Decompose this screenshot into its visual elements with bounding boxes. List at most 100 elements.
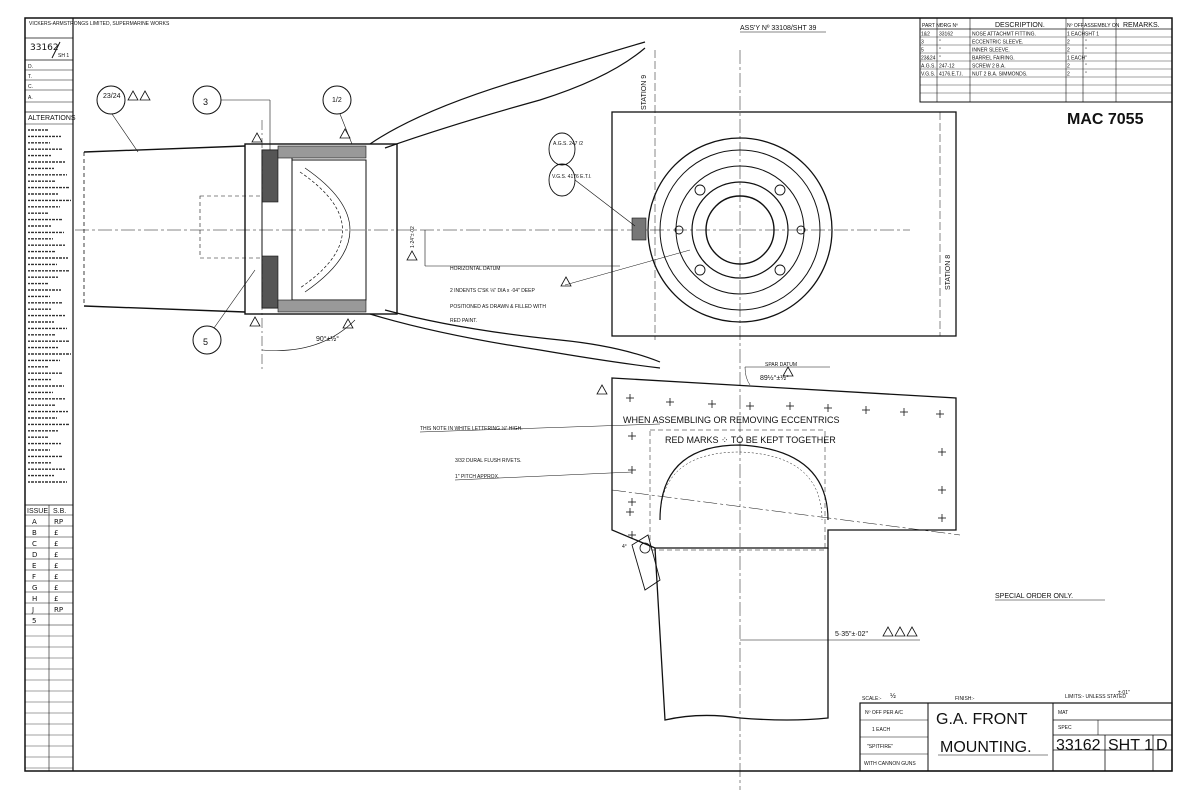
company-sheet: SH 1 [58, 53, 69, 59]
parts-cell: 1 EACH [1067, 32, 1085, 38]
parts-cell: " [1085, 56, 1087, 62]
parts-cell: 2 [1067, 48, 1070, 54]
parts-cell: 33162 [939, 32, 953, 38]
drawing-number: 33162 [1056, 737, 1101, 754]
ags-callout: A.G.S. 247 /2 [548, 132, 583, 166]
issue-row-letter: A [32, 518, 37, 526]
balloon-3-text: 3 [203, 97, 208, 107]
drawing-border [24, 17, 1173, 772]
drawing-ref-number: MAC 7055 [1067, 111, 1144, 128]
parts-cell: " [939, 40, 941, 46]
parts-header-drg: DRG Nº [940, 23, 958, 29]
scale-value: ½ [890, 692, 896, 700]
parts-cell: " [939, 48, 941, 54]
nose-fitting-section [244, 143, 398, 315]
parts-header-description: DESCRIPTION. [995, 22, 1045, 29]
alterations-block: ALTERATIONS [25, 115, 76, 483]
parts-cell: 247-12 [939, 64, 955, 70]
front-plate [611, 111, 957, 337]
balloon-1-2: 1/2 [322, 85, 353, 145]
mat-label: MAT [1058, 710, 1068, 716]
side-view [75, 41, 910, 370]
parts-cell: 2 [1067, 40, 1070, 46]
balloon-1-2-text: 1/2 [332, 97, 342, 104]
parts-cell: " [939, 56, 941, 62]
parts-cell: SCREW 2 B.A. [972, 64, 1006, 70]
parts-cell: " [1085, 64, 1087, 70]
ags-text: A.G.S. 247 /2 [553, 141, 583, 147]
assembly-note-line-2: RED MARKS ⁘ TO BE KEPT TOGETHER [665, 435, 836, 445]
vgs-callout: V.G.S. 4176 E.T.I. [548, 163, 636, 227]
sheet-number: SHT 1 [1108, 737, 1153, 754]
qty-value: 1 EACH [872, 727, 890, 733]
plan-view [611, 377, 961, 721]
issue-row-sb: £ [54, 562, 58, 570]
limits-label: LIMITS:- UNLESS STATED [1065, 694, 1126, 700]
qty-label: Nº OFF PER A/C [865, 710, 903, 716]
station-8-label: STATION 8 [945, 255, 952, 290]
issue-row-sb: £ [54, 529, 58, 537]
parts-table: PART Nº DRG Nº DESCRIPTION. Nº OFF ASSEM… [919, 17, 1173, 103]
sign-a: A. [28, 95, 33, 101]
parts-cell: " [1085, 72, 1087, 78]
aircraft-label: "SPITFIRE" [867, 744, 893, 750]
white-lettering-note: THIS NOTE IN WHITE LETTERING ⅛" HIGH. [420, 426, 523, 432]
front-view [611, 50, 957, 790]
parts-cell: A.G.S. [921, 64, 936, 70]
parts-cell: 1&2 [921, 32, 930, 38]
station-9-label: STATION 9 [641, 75, 648, 110]
company-box: VICKERS-ARMSTRONGS LIMITED, SUPERMARINE … [25, 21, 170, 113]
company-drawing-number: 33162 [30, 43, 59, 53]
scale-label: SCALE:- [862, 696, 882, 702]
special-order-note: SPECIAL ORDER ONLY. [995, 593, 1073, 600]
issue-row-letter: H [32, 595, 37, 603]
angle-90-label: 90°±½° [316, 335, 339, 343]
issue-row-sb: RP [54, 606, 63, 614]
parts-header-off: Nº OFF [1067, 23, 1084, 29]
issue-row-letter: C [32, 540, 37, 548]
vgs-text: V.G.S. 4176 E.T.I. [552, 174, 592, 180]
parts-cell: SHT 1 [1085, 32, 1099, 38]
parts-cell: 1 EACH [1067, 56, 1085, 62]
issue-row-letter: B [32, 529, 37, 537]
company-name: VICKERS-ARMSTRONGS LIMITED, SUPERMARINE … [29, 21, 170, 27]
eccentric-sleeve-top [261, 149, 279, 203]
spec-label: SPEC [1058, 725, 1072, 731]
issue-row-sb: £ [54, 540, 58, 548]
parts-cell: 23&24 [921, 56, 936, 62]
parts-cell: " [1085, 40, 1087, 46]
issue-row-letter: G [32, 584, 37, 592]
issue-row-sb: £ [54, 584, 58, 592]
eccentric-sleeve-bottom [261, 255, 279, 309]
screw-nut [631, 217, 647, 241]
pitch-note: 1" PITCH APPROX. [455, 474, 499, 480]
balloon-23-24: 23/24 [96, 85, 139, 153]
revision-triangles [127, 90, 918, 637]
spar-angle-label: 89½°±½° [760, 374, 789, 382]
parts-cell: V.G.S. [921, 72, 935, 78]
issue-letter: D [1156, 737, 1168, 754]
alterations-handwriting [28, 129, 71, 483]
parts-cell: NUT 2 B.A. SIMMONDS. [972, 72, 1027, 78]
issue-row-sb: £ [54, 595, 58, 603]
title-block: SCALE:- ½ FINISH:- LIMITS:- UNLESS STATE… [859, 690, 1173, 772]
issue-row-letter: E [32, 562, 36, 570]
balloon-5: 5 [192, 269, 256, 355]
assembly-reference: ASS'Y Nº 33108/SHT 39 [740, 25, 817, 32]
issue-row-letter: D [32, 551, 37, 559]
parts-header-part: PART Nº [922, 23, 942, 29]
issue-row-letter: F [32, 573, 36, 581]
limits-value: ±·01" [1118, 690, 1130, 696]
issue-row-sb: £ [54, 551, 58, 559]
finish-label: FINISH:- [955, 696, 975, 702]
alterations-title: ALTERATIONS [28, 115, 76, 122]
parts-cell: ECCENTRIC SLEEVE. [972, 40, 1023, 46]
parts-header-remarks: REMARKS. [1123, 22, 1160, 29]
parts-cell: 2 [1067, 72, 1070, 78]
indents-note-3: RED PAINT. [450, 318, 477, 324]
horizontal-datum-label: HORIZONTAL DATUM [450, 266, 500, 272]
issue-row-letter: 5 [32, 617, 36, 625]
parts-cell: BARREL FAIRING. [972, 56, 1015, 62]
